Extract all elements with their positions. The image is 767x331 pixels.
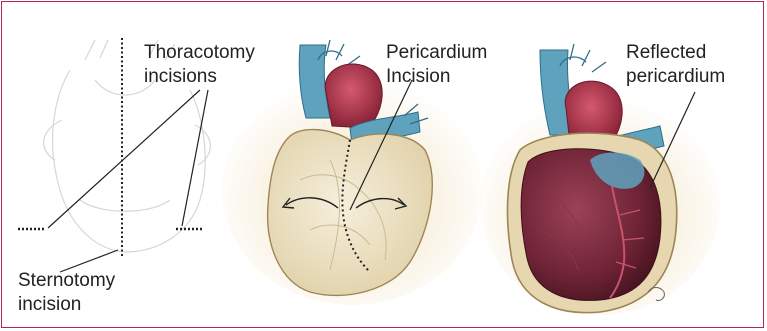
label-reflected-line1: Reflected — [626, 42, 706, 64]
label-thoracotomy-line2: incisions — [144, 66, 217, 88]
label-sternotomy-line2: incision — [18, 294, 81, 316]
label-pericardium-line2: Incision — [386, 66, 450, 88]
label-sternotomy-line1: Sternotomy — [18, 270, 115, 292]
label-reflected-line2: pericardium — [626, 66, 725, 88]
leader-lines-left — [48, 90, 208, 272]
label-thoracotomy-line1: Thoracotomy — [144, 42, 255, 64]
label-pericardium-line1: Pericardium — [386, 42, 487, 64]
